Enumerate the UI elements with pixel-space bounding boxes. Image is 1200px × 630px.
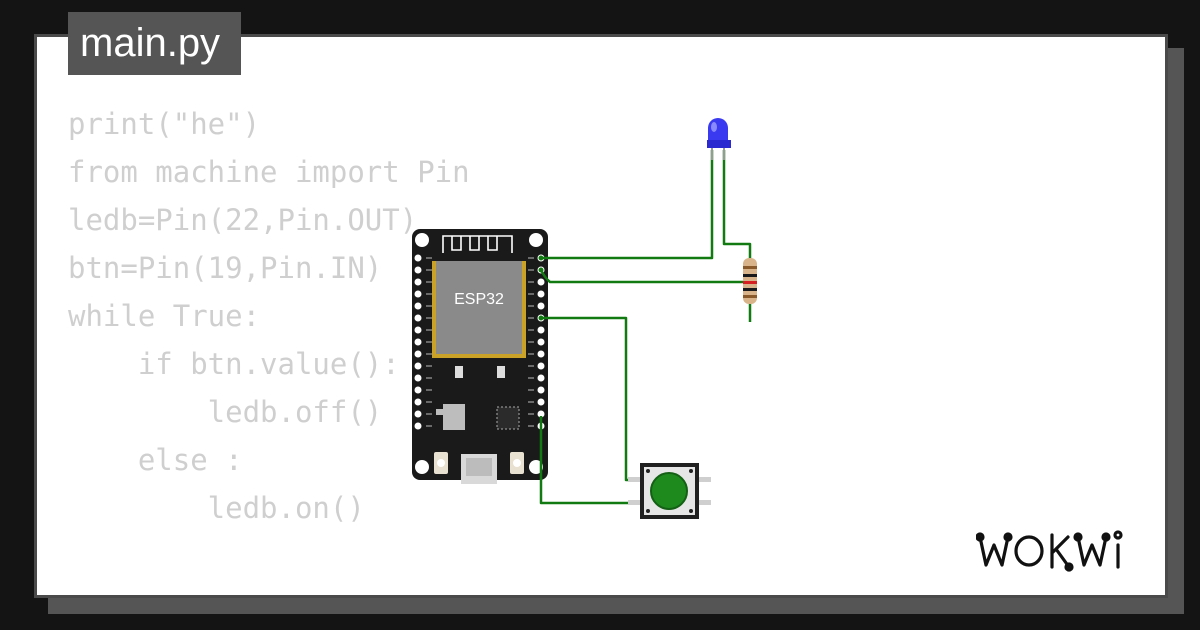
resistor-band [743,274,757,277]
code-preview: print("he") from machine import Pin ledb=P… [68,100,470,532]
esp32-module [436,261,522,354]
button-leg [697,477,711,482]
wire-led-cathode[interactable] [722,150,752,262]
usb-port [466,458,492,476]
button-corner [646,509,650,513]
mount-hole [529,460,543,474]
code-line: from machine import Pin [68,155,470,189]
code-line: while True: [68,299,261,333]
pushbutton[interactable] [628,463,711,519]
resistor[interactable] [743,258,757,304]
wire-button-in[interactable] [541,316,640,482]
button-leg [628,477,642,482]
usb-chip [496,406,520,430]
resistor-band [743,266,757,269]
wire-resistor[interactable] [539,269,750,284]
wire-joint [538,267,544,273]
wire-joint [538,255,544,261]
code-line: ledb.off() [68,395,383,429]
button-leg [628,500,642,505]
resistor-band [743,288,757,291]
boot-button-cap [437,459,445,467]
code-line: print("he") [68,107,261,141]
button-cap[interactable] [650,472,688,510]
esp32-board[interactable]: ESP32 [412,229,548,484]
code-line: btn=Pin(19,Pin.IN) [68,251,383,285]
code-line: ledb.on() [68,491,365,525]
code-line: else : [68,443,243,477]
led-body [708,118,728,140]
resistor-band [743,295,757,298]
button-corner [689,509,693,513]
code-line: ledb=Pin(22,Pin.OUT) [68,203,418,237]
mount-hole [415,233,429,247]
regulator-pin [436,409,444,415]
led-highlight [711,122,717,132]
button-leg [697,500,711,505]
board-label: ESP32 [454,291,504,308]
resistor-band [743,281,757,284]
button-corner [646,469,650,473]
wire-joint [538,315,544,321]
pin-silkscreen [426,257,534,427]
right-pin-header [537,254,545,430]
wokwi-logo [976,530,1123,572]
code-line: if btn.value(): [68,347,400,381]
left-pin-header [414,254,422,430]
smd-component [455,366,463,378]
mount-hole [529,233,543,247]
led-rim [707,140,731,148]
wires [539,150,752,505]
antenna-trace [442,235,513,253]
mount-hole [415,460,429,474]
blue-led[interactable] [707,118,731,160]
reset-button-cap [513,459,521,467]
smd-component [497,366,505,378]
file-tab-main-py[interactable]: main.py [68,12,241,75]
wire-button-gnd[interactable] [539,416,640,505]
voltage-regulator [443,404,465,430]
wire-led-anode[interactable] [541,150,714,260]
button-corner [689,469,693,473]
